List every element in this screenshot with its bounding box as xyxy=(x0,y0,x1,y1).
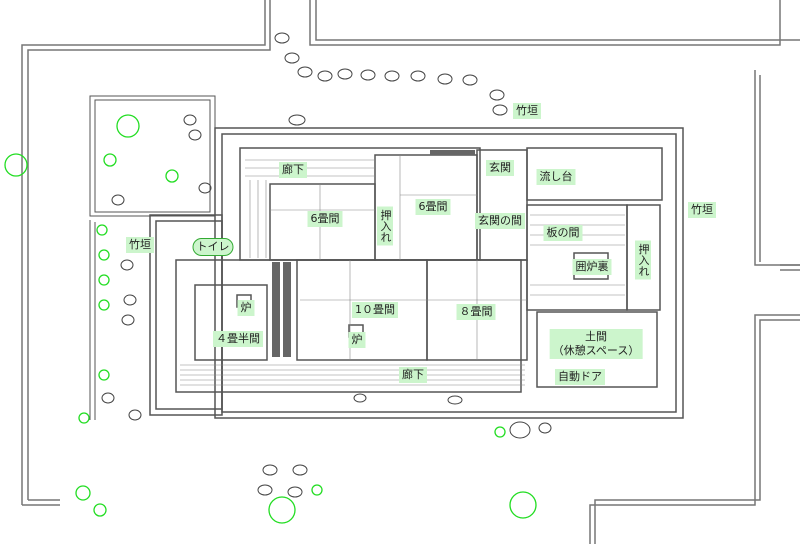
stepping-stones xyxy=(101,32,552,498)
label-entrance: 玄関 xyxy=(486,160,514,176)
label-corridor-top: 廊下 xyxy=(279,162,307,178)
label-doma: 土間 （休憩スペース） xyxy=(549,329,643,359)
building-outline xyxy=(149,127,684,419)
label-toilet: トイレ xyxy=(192,238,234,256)
label-auto-door: 自動ドア xyxy=(555,369,605,385)
label-closet-left: 押入れ xyxy=(377,206,393,246)
label-entrance-room: 玄関の間 xyxy=(475,213,525,229)
label-irori: 囲炉裏 xyxy=(572,259,612,275)
label-fence-left: 竹垣 xyxy=(126,237,154,253)
label-closet-right: 押入れ xyxy=(635,240,651,280)
tatami-dark xyxy=(272,150,475,357)
label-corridor-bottom: 廊下 xyxy=(399,367,427,383)
label-room6-left: 6畳間 xyxy=(307,211,343,227)
label-fence-top: 竹垣 xyxy=(513,103,541,119)
label-room10: 1０畳間 xyxy=(352,302,398,318)
label-hearth-large: 炉 xyxy=(348,332,366,348)
site-boundary xyxy=(21,0,800,544)
label-room8: ８畳間 xyxy=(456,304,496,320)
label-wood-floor: 板の間 xyxy=(543,225,583,241)
label-doma-line2: （休憩スペース） xyxy=(552,344,640,357)
label-room45: ４畳半間 xyxy=(213,331,263,347)
label-room6-right: 6畳間 xyxy=(415,199,451,215)
label-doma-line1: 土間 xyxy=(585,330,607,343)
label-sink: 流し台 xyxy=(536,169,576,185)
floor-boards xyxy=(180,155,625,386)
trees xyxy=(4,114,537,524)
label-fence-right: 竹垣 xyxy=(688,202,716,218)
label-hearth-small: 炉 xyxy=(237,300,255,316)
